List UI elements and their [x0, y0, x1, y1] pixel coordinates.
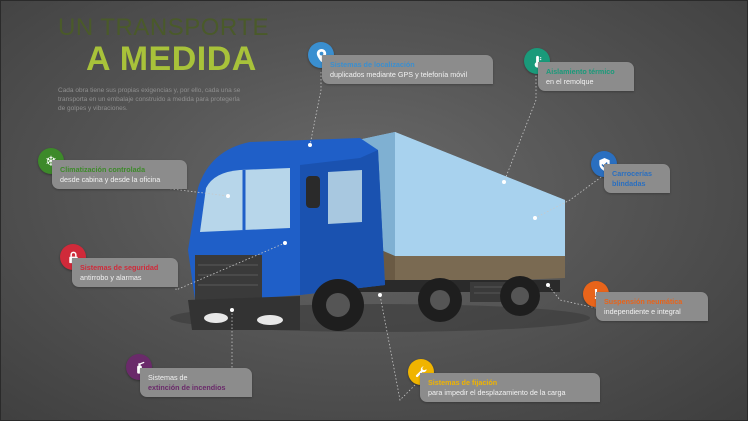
feature-card-carrocerias: Carrocerías blindadas: [604, 164, 670, 193]
feature-title-line-2: extinción de incendios: [148, 382, 226, 392]
title-line-2: A MEDIDA: [86, 40, 257, 78]
feature-title-line-1: Sistemas de: [148, 373, 188, 382]
feature-card-incendios: Sistemas de extinción de incendios: [140, 368, 252, 397]
feature-desc: en el remolque: [546, 76, 594, 86]
intro-text: Cada obra tiene sus propias exigencias y…: [58, 87, 241, 112]
feature-desc: desde cabina y desde la oficina: [60, 174, 161, 184]
feature-card-suspension: Suspensión neumática independiente e int…: [596, 292, 708, 321]
feature-card-fijacion: Sistemas de fijación para impedir el des…: [420, 373, 600, 402]
feature-title: Climatización controlada: [60, 165, 146, 174]
feature-card-aislamiento: Aislamiento térmico en el remolque: [538, 62, 634, 91]
feature-desc: independiente e integral: [604, 306, 681, 316]
feature-title: Aislamiento térmico: [546, 67, 615, 76]
feature-desc: duplicados mediante GPS y telefonía móvi…: [330, 69, 468, 79]
feature-card-seguridad: Sistemas de seguridad antirrobo y alarma…: [72, 258, 178, 287]
title-line-1: UN TRANSPORTE: [58, 14, 269, 41]
feature-title: Sistemas de localización: [330, 60, 415, 69]
feature-card-climatizacion: Climatización controlada desde cabina y …: [52, 160, 187, 189]
feature-desc: antirrobo y alarmas: [80, 272, 142, 282]
feature-card-localizacion: Sistemas de localización duplicados medi…: [322, 55, 493, 84]
feature-title: Carrocerías blindadas: [612, 169, 652, 188]
feature-title: Sistemas de seguridad: [80, 263, 159, 272]
fire-extinguisher-icon: [126, 354, 152, 380]
feature-desc: para impedir el desplazamiento de la car…: [428, 387, 566, 397]
feature-title: Suspensión neumática: [604, 297, 683, 306]
feature-title: Sistemas de fijación: [428, 378, 498, 387]
